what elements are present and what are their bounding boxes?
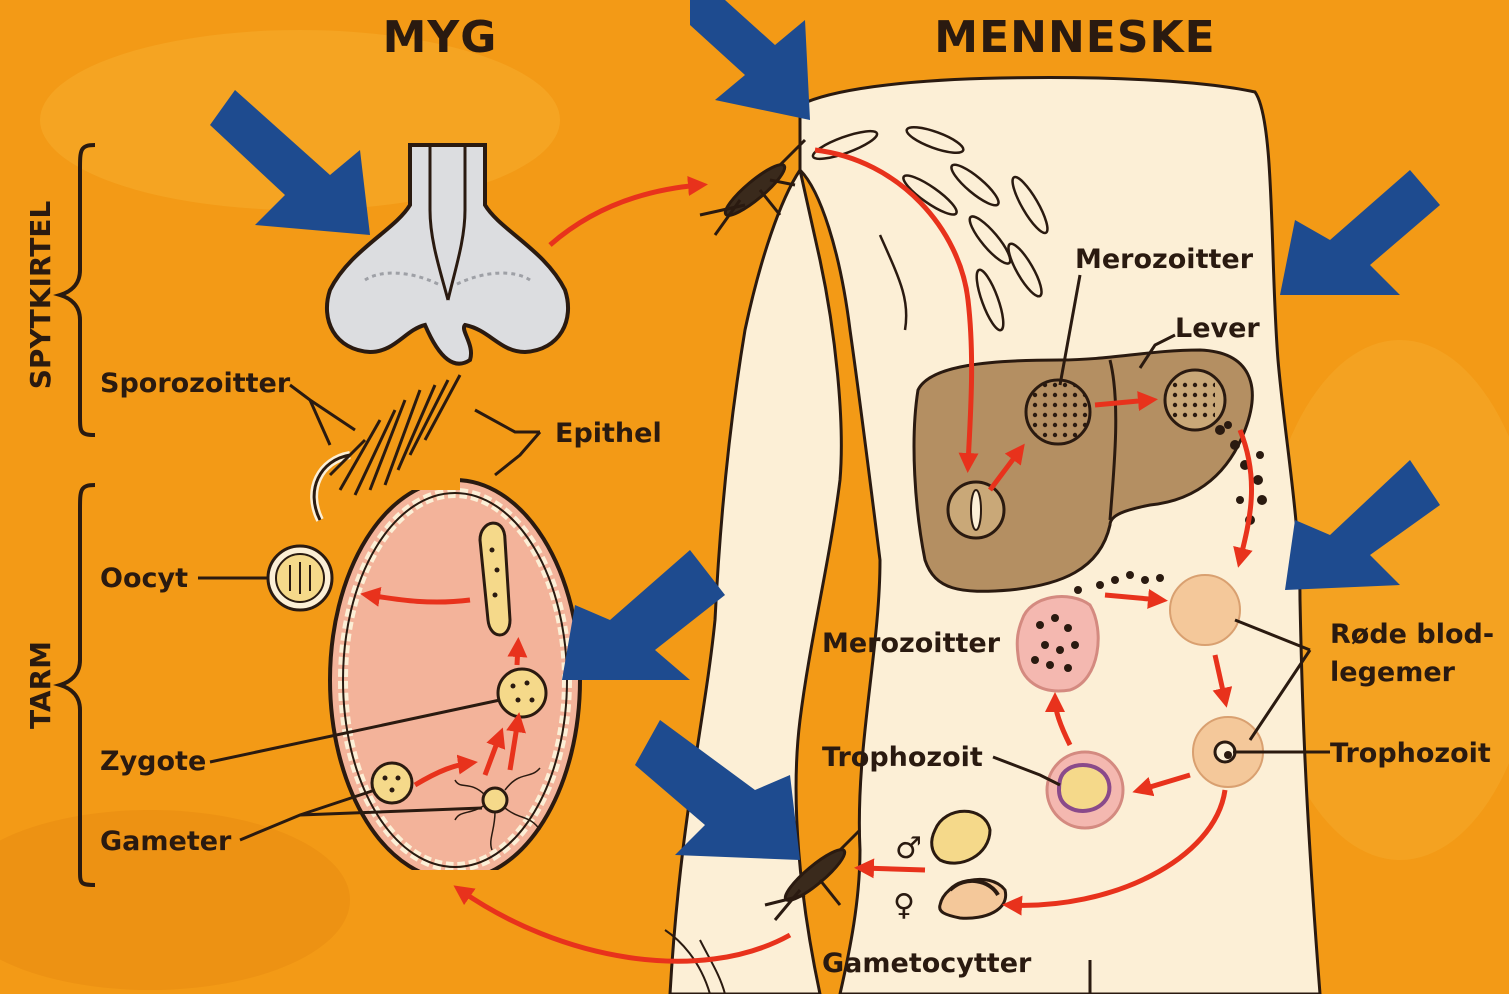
label-gametocytes: Gametocytter (822, 948, 1032, 979)
red-blood-cell-schizont (1017, 597, 1098, 691)
label-rbc-line1: Røde blod- (1330, 619, 1494, 650)
label-trophozoite-left: Trophozoit (822, 742, 983, 773)
header-human: MENNESKE (934, 12, 1215, 63)
cycle-arrow-icon (862, 868, 925, 870)
label-merozoites-blood: Merozoitter (822, 628, 1001, 659)
label-trophozoite-right: Trophozoit (1330, 738, 1491, 769)
red-blood-cell-top (1170, 575, 1240, 645)
pointer-arrow-icon (562, 550, 725, 680)
cycle-arrow-icon (550, 185, 700, 245)
label-gametes: Gameter (100, 826, 232, 857)
side-label-salivary: SPYTKIRTEL (24, 201, 57, 390)
female-symbol: ♀ (893, 888, 915, 923)
label-oocyst: Oocyt (100, 563, 188, 594)
label-liver: Lever (1175, 313, 1260, 344)
liver-schizont (1026, 380, 1090, 444)
label-sporozoites: Sporozoitter (100, 368, 291, 399)
pointer-arrow-icon (1280, 170, 1440, 295)
pointer-arrow-icon (690, 0, 810, 120)
header-mosquito: MYG (383, 12, 498, 63)
side-label-gut: TARM (24, 641, 57, 729)
cycle-arrow-icon (517, 645, 518, 665)
label-merozoites-liver: Merozoitter (1075, 244, 1254, 275)
male-symbol: ♂ (895, 831, 922, 866)
label-epithelium: Epithel (555, 418, 662, 449)
gamete-male (483, 788, 507, 812)
zygote (498, 669, 546, 717)
gamete-female (372, 763, 412, 803)
label-rbc-line2: legemer (1330, 657, 1456, 688)
label-zygote: Zygote (100, 746, 206, 777)
brace-salivary (60, 145, 95, 435)
